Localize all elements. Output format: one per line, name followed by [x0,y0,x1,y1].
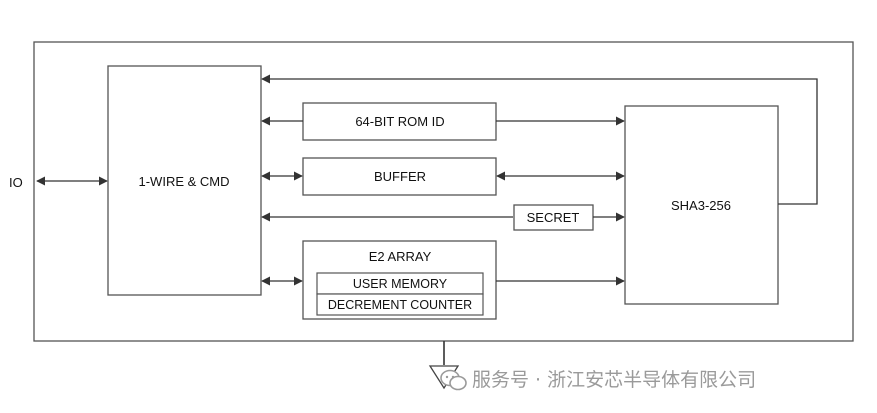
rom-id-label: 64-BIT ROM ID [355,114,444,129]
io-label: IO [9,175,23,190]
decrement-counter-block [316,293,484,316]
wechat-icon [440,369,467,391]
e2-array-label: E2 ARRAY [369,249,432,264]
user-memory-label: USER MEMORY [353,277,448,291]
wire-cmd-block [107,65,262,296]
sha-block [624,105,779,305]
secret-label: SECRET [527,210,580,225]
buffer-label: BUFFER [374,169,426,184]
sha-feedback-arrow [261,74,818,205]
buffer-block [302,157,497,196]
wire-cmd-label: 1-WIRE & CMD [139,174,230,189]
watermark-text: 服务号 · 浙江安芯半导体有限公司 [472,369,756,391]
sha-label: SHA3-256 [671,198,731,213]
decrement-counter-label: DECREMENT COUNTER [328,298,472,312]
